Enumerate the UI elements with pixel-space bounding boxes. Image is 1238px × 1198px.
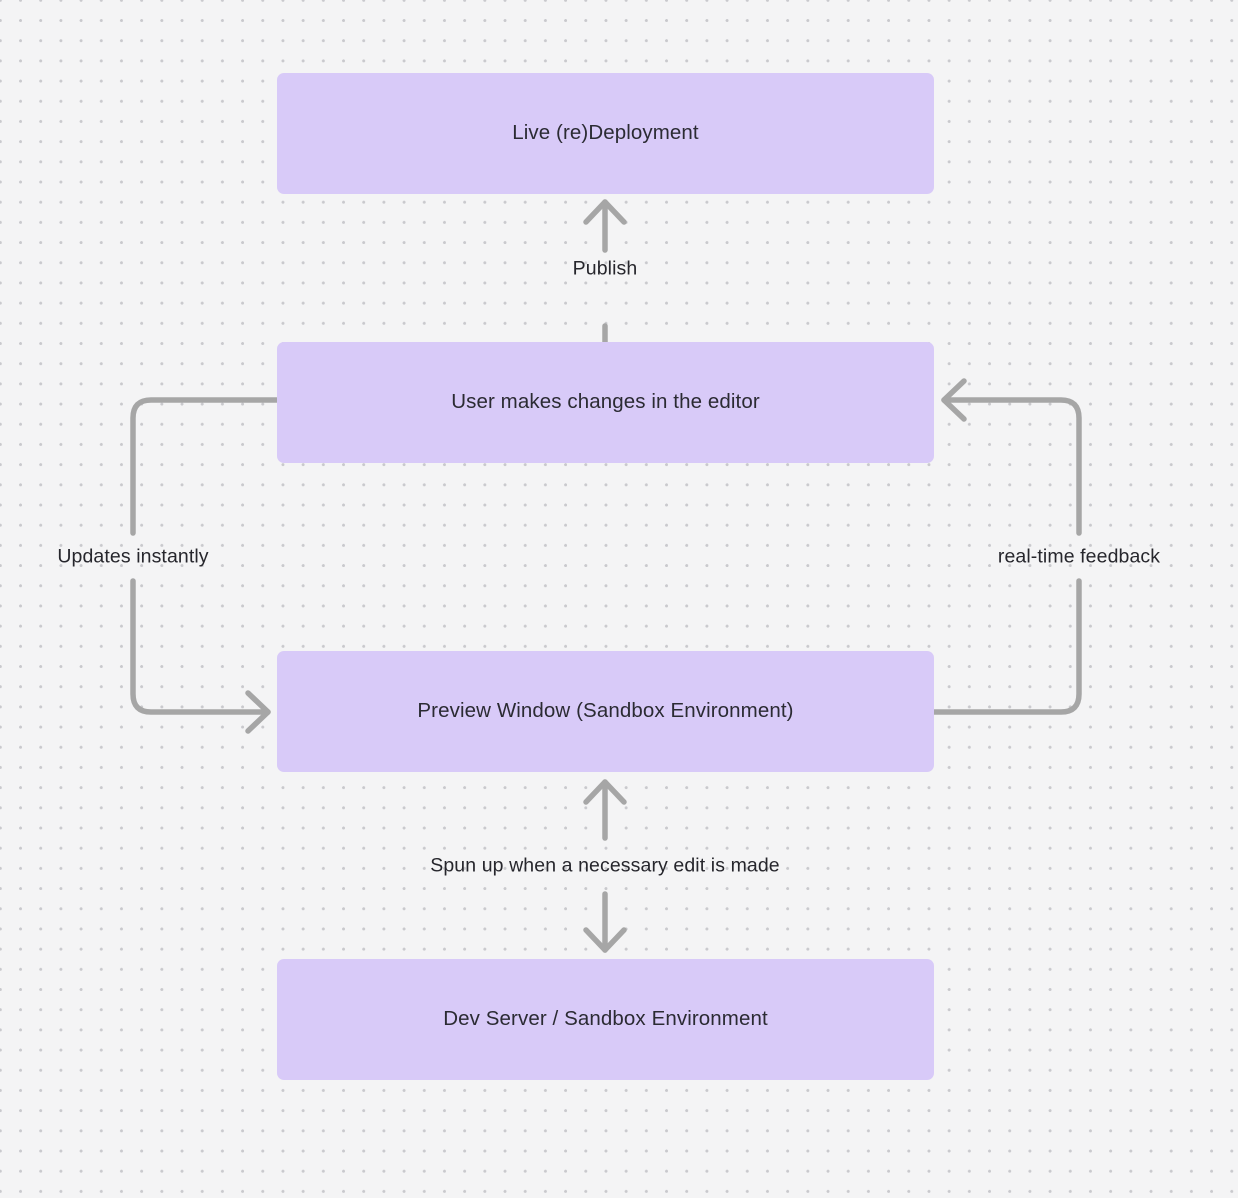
- edge-label-real-time-feedback: real-time feedback: [997, 545, 1161, 568]
- edge-label-publish: Publish: [572, 257, 638, 280]
- node-label-user-edits: User makes changes in the editor: [451, 390, 760, 414]
- node-label-preview-window: Preview Window (Sandbox Environment): [417, 699, 794, 723]
- node-dev-server[interactable]: Dev Server / Sandbox Environment: [277, 959, 934, 1080]
- arrowhead-down-icon: [583, 927, 627, 953]
- arrowhead-left-icon: [941, 378, 967, 422]
- arrowhead-up-icon: [583, 779, 627, 805]
- node-label-dev-server: Dev Server / Sandbox Environment: [443, 1007, 768, 1031]
- node-user-edits[interactable]: User makes changes in the editor: [277, 342, 934, 463]
- node-label-live-deployment: Live (re)Deployment: [512, 121, 699, 145]
- arrowhead-right-icon: [245, 690, 271, 734]
- arrowhead-up-icon: [583, 199, 627, 225]
- node-live-deployment[interactable]: Live (re)Deployment: [277, 73, 934, 194]
- edge-label-updates-instantly: Updates instantly: [57, 545, 209, 568]
- edge-label-spun-up: Spun up when a necessary edit is made: [430, 854, 780, 877]
- node-preview-window[interactable]: Preview Window (Sandbox Environment): [277, 651, 934, 772]
